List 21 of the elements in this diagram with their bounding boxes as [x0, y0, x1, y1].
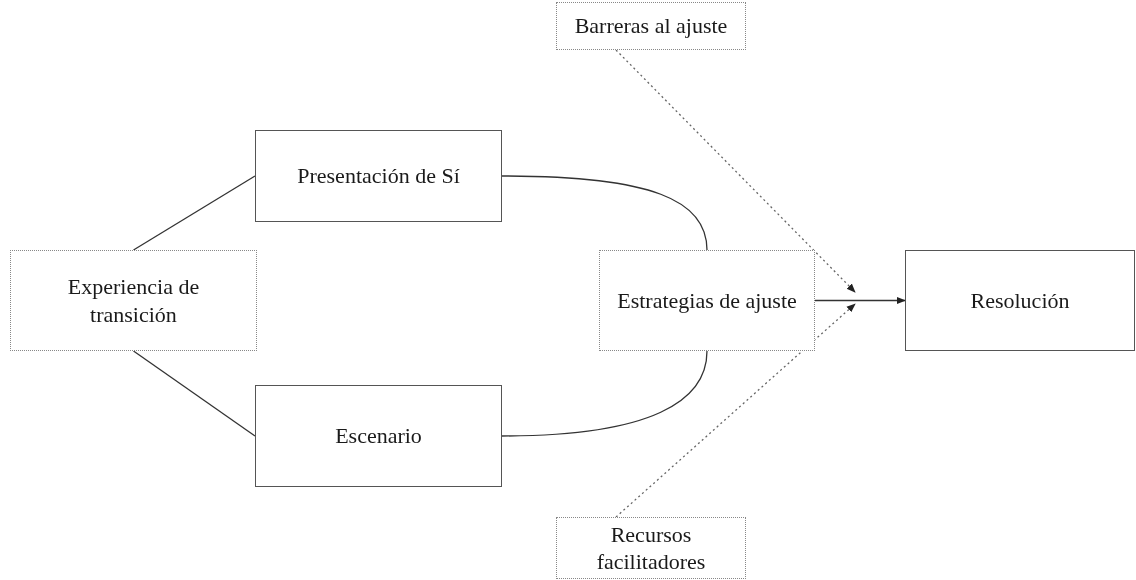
dotted-arrow	[615, 49, 856, 293]
process-box	[255, 385, 502, 487]
dotted-box	[556, 2, 746, 50]
node-label: Estrategias de ajuste	[617, 286, 797, 315]
dotted-box	[599, 250, 815, 351]
connector-line	[132, 350, 256, 437]
node-label: Barreras al ajuste	[574, 12, 728, 40]
dotted-arrow	[615, 303, 856, 518]
node-label: Presentación de Sí	[297, 162, 460, 190]
node-label: Escenario	[335, 422, 422, 450]
process-box	[905, 250, 1135, 351]
connector-line	[501, 175, 708, 251]
connector-line	[132, 175, 256, 251]
connector-line	[501, 350, 708, 437]
arrow	[814, 296, 906, 305]
dotted-box	[556, 517, 746, 579]
node-label: Experiencia de transición	[66, 273, 201, 328]
node-label: Resolución	[970, 286, 1070, 315]
dotted-box	[10, 250, 257, 351]
node-label: Recursos facilitadores	[595, 520, 707, 576]
process-box	[255, 130, 502, 222]
